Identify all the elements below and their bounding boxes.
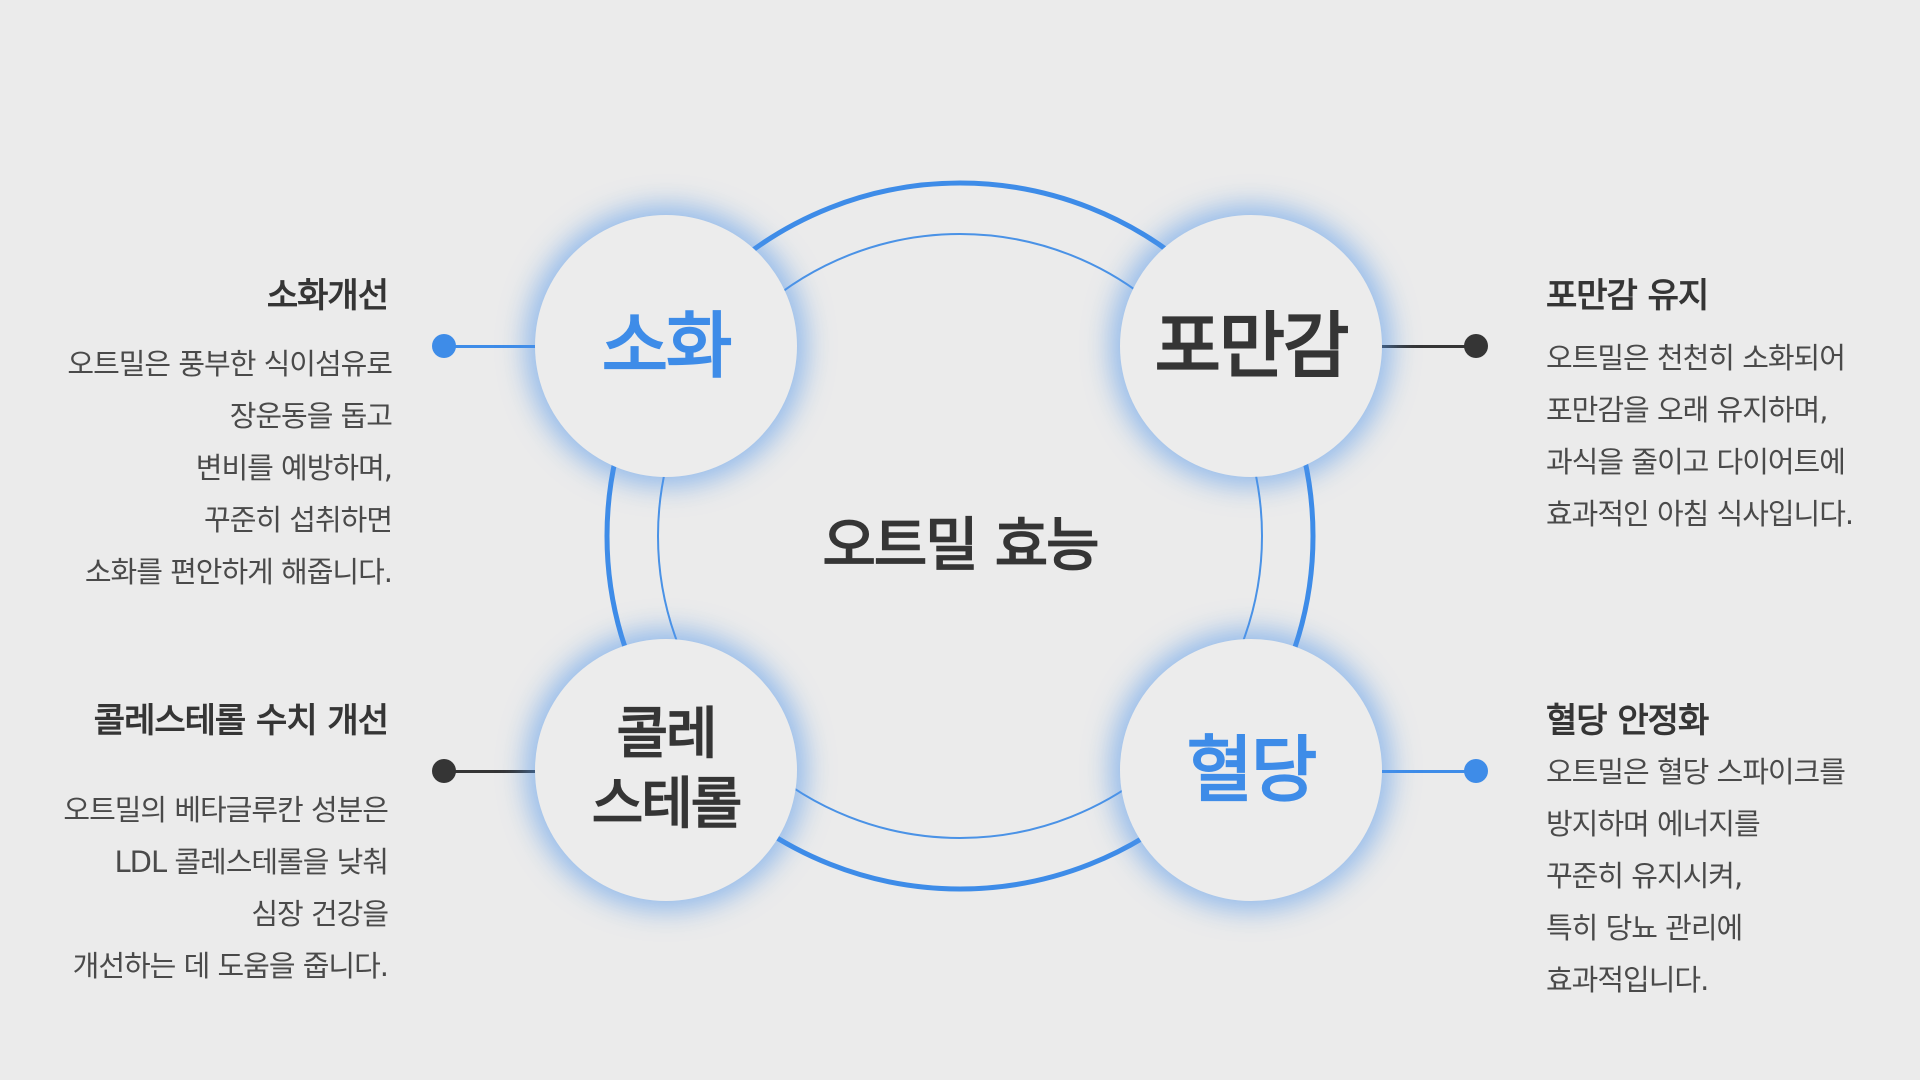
bubble-cholesterol: 콜레 스테롤 — [535, 639, 797, 901]
dot-cholesterol — [432, 759, 456, 783]
connector-blood-sugar — [1382, 770, 1476, 773]
center-title: 오트밀 효능 — [822, 511, 1100, 579]
bubble-digestion: 소화 — [535, 215, 797, 477]
bubble-blood-sugar: 혈당 — [1120, 639, 1382, 901]
cholesterol-line: 오트밀의 베타글루칸 성분은 — [63, 793, 389, 827]
bubble-cholesterol-label-line1: 콜레 — [616, 702, 717, 767]
blood-sugar-line: 효과적입니다. — [1546, 963, 1709, 997]
digestion-title: 소화개선 — [266, 276, 389, 316]
dot-blood-sugar — [1464, 759, 1488, 783]
cholesterol-line: 심장 건강을 — [251, 897, 389, 931]
satiety-description: 오트밀은 천천히 소화되어 포만감을 오래 유지하며, 과식을 줄이고 다이어트… — [1546, 332, 1854, 540]
blood-sugar-line: 오트밀은 혈당 스파이크를 — [1546, 755, 1846, 789]
outer-ring — [604, 180, 1316, 892]
satiety-line: 포만감을 오래 유지하며, — [1546, 393, 1828, 427]
satiety-title: 포만감 유지 — [1546, 276, 1709, 316]
cholesterol-description: 오트밀의 베타글루칸 성분은 LDL 콜레스테롤을 낮춰 심장 건강을 개선하는… — [63, 784, 389, 992]
connector-satiety — [1382, 345, 1476, 348]
digestion-description: 오트밀은 풍부한 식이섬유로 장운동을 돕고 변비를 예방하며, 꾸준히 섭취하… — [67, 338, 393, 598]
digestion-line: 장운동을 돕고 — [229, 399, 393, 433]
digestion-line: 소화를 편안하게 해줍니다. — [84, 555, 393, 589]
bubble-satiety-label: 포만감 — [1154, 304, 1350, 388]
satiety-line: 오트밀은 천천히 소화되어 — [1546, 341, 1846, 375]
digestion-line: 오트밀은 풍부한 식이섬유로 — [67, 347, 393, 381]
connector-cholesterol — [443, 770, 535, 773]
bubble-digestion-label: 소화 — [601, 304, 732, 388]
satiety-line: 효과적인 아침 식사입니다. — [1546, 497, 1854, 531]
cholesterol-line: LDL 콜레스테롤을 낮춰 — [114, 845, 389, 879]
inner-ring — [657, 233, 1263, 839]
dot-digestion — [432, 334, 456, 358]
bubble-blood-sugar-label: 혈당 — [1186, 728, 1317, 812]
blood-sugar-line: 방지하며 에너지를 — [1546, 807, 1761, 841]
digestion-line: 변비를 예방하며, — [195, 451, 393, 485]
bubble-cholesterol-label-line2: 스테롤 — [591, 772, 743, 837]
blood-sugar-line: 특히 당뇨 관리에 — [1546, 911, 1743, 945]
blood-sugar-line: 꾸준히 유지시켜, — [1546, 859, 1743, 893]
bubble-satiety: 포만감 — [1120, 215, 1382, 477]
cholesterol-title: 콜레스테롤 수치 개선 — [93, 701, 389, 741]
blood-sugar-description: 오트밀은 혈당 스파이크를 방지하며 에너지를 꾸준히 유지시켜, 특히 당뇨 … — [1546, 746, 1846, 1006]
cholesterol-line: 개선하는 데 도움을 줍니다. — [72, 949, 389, 983]
blood-sugar-title: 혈당 안정화 — [1546, 701, 1709, 741]
digestion-line: 꾸준히 섭취하면 — [204, 503, 393, 537]
satiety-line: 과식을 줄이고 다이어트에 — [1546, 445, 1846, 479]
dot-satiety — [1464, 334, 1488, 358]
connector-digestion — [443, 345, 535, 348]
